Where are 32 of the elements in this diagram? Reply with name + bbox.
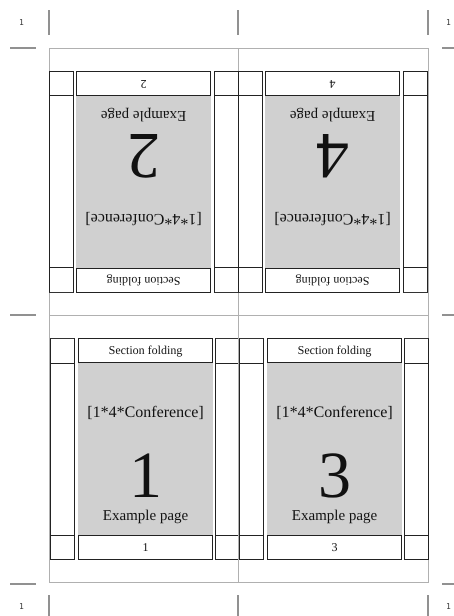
conference-title: [1*4*Conference]: [274, 209, 391, 228]
footer-box: 1: [78, 535, 213, 560]
conference-title: [1*4*Conference]: [87, 403, 204, 423]
footer-box: 3: [267, 535, 402, 560]
page-caption: Example page: [292, 507, 378, 525]
page-body: [76, 96, 211, 268]
header-box: Section folding: [267, 338, 402, 363]
page-number-large: 1: [129, 445, 162, 507]
page-body: [265, 96, 400, 268]
page-number-large: 4: [316, 124, 349, 186]
header-box: Section folding: [78, 338, 213, 363]
sheet-number: 1: [19, 18, 24, 27]
header-box: Section folding: [265, 268, 400, 293]
page-body: [78, 363, 213, 535]
page-cell: [49, 48, 240, 316]
page-cell: [238, 48, 429, 316]
page-number-large: 3: [318, 445, 351, 507]
sheet-number: 1: [446, 602, 451, 611]
footer-box: 2: [76, 71, 211, 96]
conference-title: [1*4*Conference]: [276, 403, 393, 423]
page-cell: [49, 315, 240, 583]
page-caption: Example page: [290, 106, 376, 124]
sheet-number: 1: [446, 18, 451, 27]
page-body: [267, 363, 402, 535]
conference-title: [1*4*Conference]: [85, 209, 202, 228]
sheet-number: 1: [19, 602, 24, 611]
footer-box: 4: [265, 71, 400, 96]
page-caption: Example page: [100, 106, 186, 124]
page-number-large: 2: [127, 124, 160, 186]
page-cell: [238, 315, 429, 583]
page-caption: Example page: [102, 507, 188, 525]
header-box: Section folding: [76, 268, 211, 293]
